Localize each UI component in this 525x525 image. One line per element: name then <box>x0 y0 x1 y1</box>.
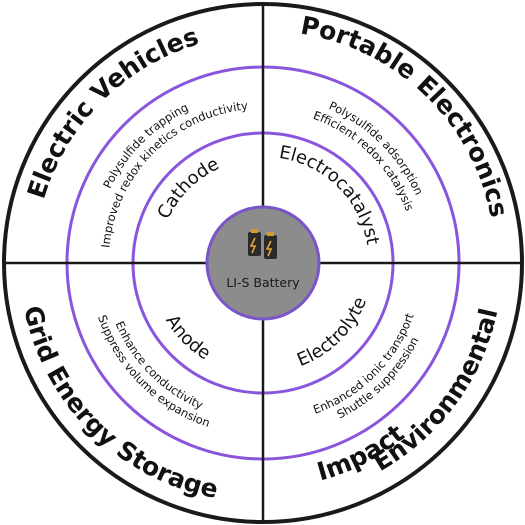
center-label: LI-S Battery <box>226 275 300 290</box>
center-disc <box>205 205 321 321</box>
battery-icon <box>248 229 277 259</box>
